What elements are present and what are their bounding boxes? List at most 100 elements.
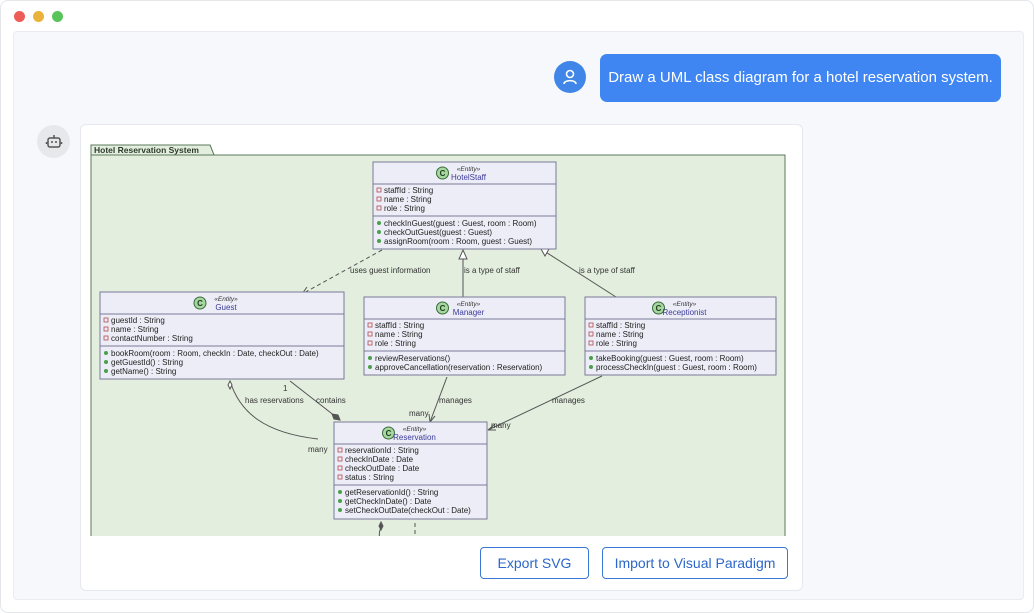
class-attribute: staffId : String [375, 321, 424, 330]
assistant-response-card: Hotel Reservation System [80, 124, 803, 591]
composition-diamond [331, 413, 341, 421]
class-method: getCheckInDate() : Date [345, 497, 432, 506]
class-attribute: staffId : String [596, 321, 645, 330]
label-manager-manages: manages [439, 396, 472, 405]
class-stereotype: «Entity» [673, 301, 697, 308]
class-method: setCheckOutDate(checkOut : Date) [345, 506, 471, 515]
class-stereotype-icon [193, 296, 207, 310]
class-method: assignRoom(room : Room, guest : Guest) [384, 237, 532, 246]
label-has-reservations: has reservations [245, 396, 304, 405]
minimize-window-icon[interactable] [33, 11, 44, 22]
class-box [363, 296, 566, 376]
private-field-icon [367, 331, 373, 337]
class-stereotype-icon [382, 426, 395, 440]
class-stereotype: «Entity» [457, 301, 481, 308]
generalization-triangle [458, 248, 468, 260]
import-visual-paradigm-button[interactable]: Import to Visual Paradigm [602, 547, 788, 579]
public-method-icon [338, 499, 342, 503]
class-method: bookRoom(room : Room, checkIn : Date, ch… [111, 349, 319, 358]
public-method-icon [338, 490, 342, 494]
class-box [372, 161, 557, 250]
class-stereotype-icon [436, 301, 449, 315]
class-attribute: checkOutDate : Date [345, 464, 420, 473]
public-method-icon [377, 230, 381, 234]
class-name: HotelStaff [451, 173, 487, 182]
class-attribute: contactNumber : String [111, 334, 193, 343]
user-avatar-icon [554, 61, 586, 93]
class-attribute: role : String [384, 204, 425, 213]
private-field-icon [588, 322, 594, 328]
class-stereotype-icon [436, 166, 449, 180]
arrowhead-open [428, 413, 436, 423]
class-attribute: name : String [375, 330, 423, 339]
class-attribute: name : String [596, 330, 644, 339]
close-window-icon[interactable] [14, 11, 25, 22]
maximize-window-icon[interactable] [52, 11, 63, 22]
class-method: processCheckIn(guest : Guest, room : Roo… [596, 363, 757, 372]
private-field-icon [367, 340, 373, 346]
class-icon-letter: C [440, 169, 446, 178]
class-attribute: checkInDate : Date [345, 455, 414, 464]
label-uses-guest-info: uses guest information [350, 266, 431, 275]
class-attribute: reservationId : String [345, 446, 419, 455]
class-stereotype: «Entity» [214, 296, 238, 303]
class-method: reviewReservations() [375, 354, 450, 363]
label-receptionist-type: is a type of staff [579, 266, 636, 275]
private-field-icon [103, 335, 109, 341]
public-method-icon [104, 369, 108, 373]
label-multiplicity-many: many [491, 421, 511, 430]
class-icon-letter: C [197, 299, 203, 308]
private-field-icon [337, 474, 343, 480]
relation-receptionist-generalization [540, 248, 617, 298]
aggregation-diamond [227, 379, 233, 391]
class-stereotype: «Entity» [403, 426, 427, 433]
class-attribute: staffId : String [384, 186, 433, 195]
user-message: Draw a UML class diagram for a hotel res… [600, 54, 1001, 102]
chat-panel: Draw a UML class diagram for a hotel res… [13, 31, 1024, 600]
private-field-icon [376, 196, 382, 202]
public-method-icon [377, 239, 381, 243]
arrowhead-open [487, 423, 496, 431]
uml-diagram: Hotel Reservation System [90, 143, 790, 536]
private-field-icon [103, 326, 109, 332]
class-attribute: status : String [345, 473, 394, 482]
class-name: Guest [215, 303, 237, 312]
package-name: Hotel Reservation System [94, 145, 199, 155]
class-box [333, 421, 488, 520]
class-icon-letter: C [386, 429, 392, 438]
class-attribute: name : String [111, 325, 159, 334]
public-method-icon [104, 360, 108, 364]
class-method: approveCancellation(reservation : Reserv… [375, 363, 543, 372]
uml-diagram-canvas: Hotel Reservation System [90, 144, 786, 536]
class-icon-letter: C [440, 304, 446, 313]
class-method: getReservationId() : String [345, 488, 438, 497]
private-field-icon [337, 465, 343, 471]
class-attribute: role : String [596, 339, 637, 348]
label-multiplicity-one: 1 [283, 384, 288, 393]
class-method: takeBooking(guest : Guest, room : Room) [596, 354, 744, 363]
label-multiplicity-many: many [409, 409, 429, 418]
public-method-icon [338, 508, 342, 512]
relation-receptionist-manages [487, 375, 603, 431]
private-field-icon [588, 340, 594, 346]
relation-manager-manages [429, 376, 448, 423]
class-method: getName() : String [111, 367, 176, 376]
public-method-icon [589, 356, 593, 360]
public-method-icon [368, 356, 372, 360]
export-svg-button[interactable]: Export SVG [480, 547, 589, 579]
relation-uses-guest-info [301, 249, 383, 295]
robot-icon [45, 134, 62, 148]
private-field-icon [337, 447, 343, 453]
class-stereotype: «Entity» [457, 166, 481, 173]
label-multiplicity-many: many [308, 445, 328, 454]
class-method: checkOutGuest(guest : Guest) [384, 228, 492, 237]
class-stereotype-icon [652, 301, 665, 315]
relation-has-reservations [229, 380, 319, 440]
public-method-icon [104, 351, 108, 355]
